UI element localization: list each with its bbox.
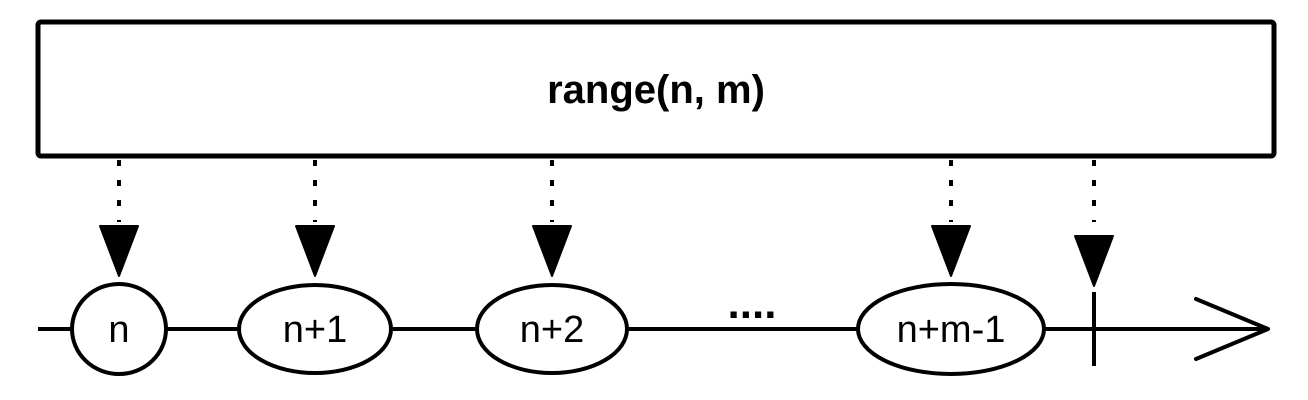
marble-n-plus-m-minus-1: n+m-1 xyxy=(856,282,1046,376)
marble-label: n+m-1 xyxy=(897,309,1006,351)
operator-box xyxy=(35,19,1277,159)
marble-label: n+2 xyxy=(520,309,584,351)
arrowhead-n-plus-1 xyxy=(295,225,335,277)
arrowhead-n-plus-m-minus-1 xyxy=(931,225,971,277)
arrowhead-completion xyxy=(1074,235,1114,287)
timeline-arrow-icon xyxy=(1194,297,1270,361)
ellipsis: .... xyxy=(728,279,777,328)
marble-label: n xyxy=(108,309,129,351)
arrowhead-n xyxy=(99,225,139,277)
marble-n-plus-1: n+1 xyxy=(237,283,393,375)
operator-label: range(n, m) xyxy=(547,68,765,112)
marble-n-plus-2: n+2 xyxy=(475,283,629,375)
marble-label: n+1 xyxy=(283,309,347,351)
marble-n: n xyxy=(70,282,168,376)
arrowhead-n-plus-2 xyxy=(532,225,572,277)
